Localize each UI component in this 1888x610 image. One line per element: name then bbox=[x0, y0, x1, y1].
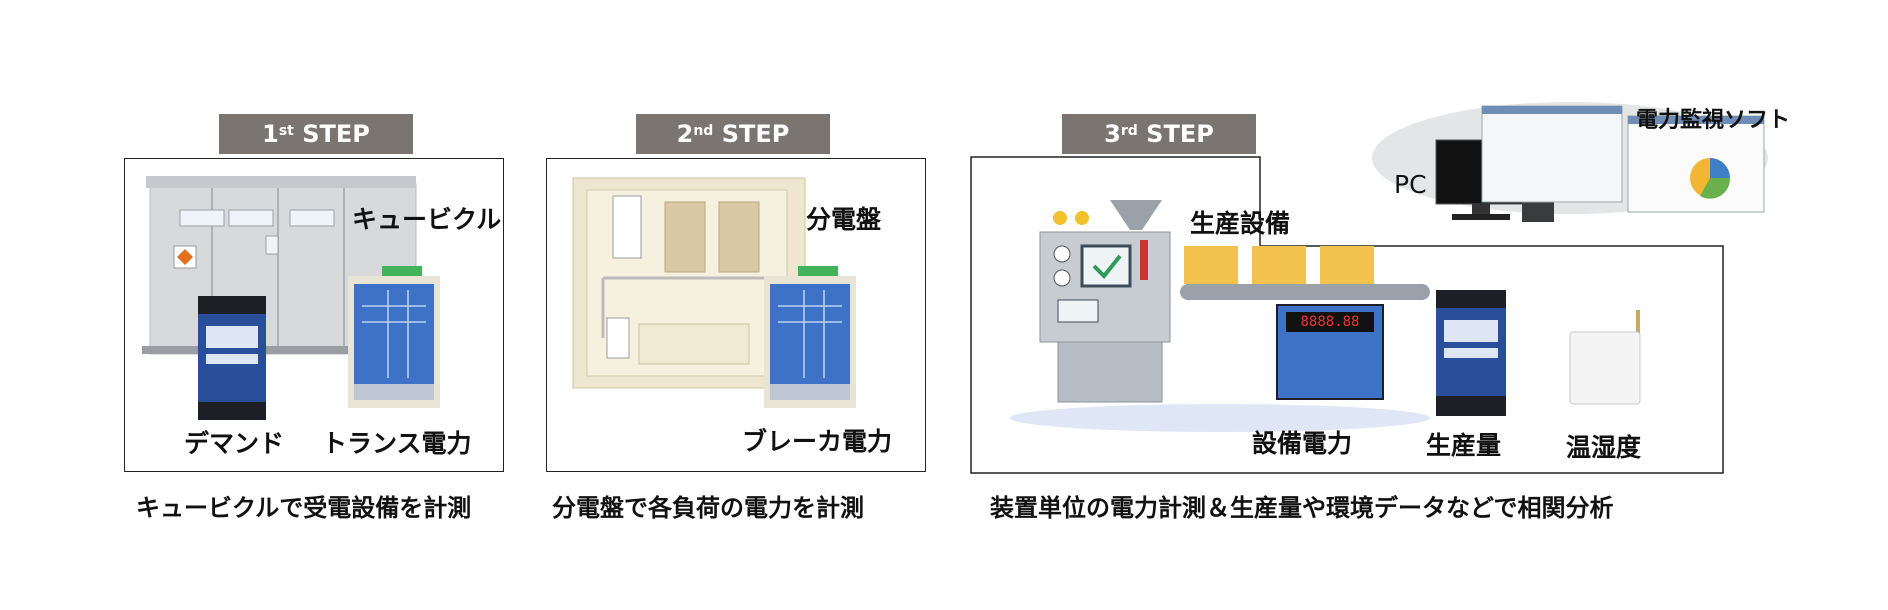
trans-power-label: トランス電力 bbox=[322, 429, 472, 458]
equipment-power-label: 設備電力 bbox=[1252, 429, 1353, 458]
production-counter-icon bbox=[1436, 290, 1506, 416]
pc-software-illustration bbox=[1372, 102, 1768, 222]
breaker-power-label: ブレーカ電力 bbox=[742, 427, 893, 456]
equip-power-meter: 8888.88 bbox=[1276, 304, 1384, 400]
production-volume-label: 生産量 bbox=[1426, 431, 1502, 460]
breaker-meter-icon bbox=[764, 266, 856, 408]
meter-display: 8888.88 bbox=[1286, 312, 1374, 332]
cubicle-illustration bbox=[142, 176, 420, 355]
step3-caption: 装置単位の電力計測＆生産量や環境データなどで相関分析 bbox=[990, 494, 1614, 522]
production-machine-illustration bbox=[1010, 200, 1430, 432]
software-label: 電力監視ソフト bbox=[1636, 108, 1791, 133]
trans-meter-icon bbox=[348, 266, 440, 408]
cubicle-label: キュービクル bbox=[352, 205, 502, 234]
step1-caption: キュービクルで受電設備を計測 bbox=[136, 494, 472, 522]
step1-badge: 1st STEP bbox=[219, 114, 413, 154]
step3-badge: 3rd STEP bbox=[1062, 114, 1256, 154]
pc-label: PC bbox=[1394, 170, 1427, 199]
equipment-label: 生産設備 bbox=[1190, 209, 1291, 238]
demand-meter-icon bbox=[198, 296, 266, 420]
temp-humidity-label: 温湿度 bbox=[1566, 433, 1642, 462]
step2-caption: 分電盤で各負荷の電力を計測 bbox=[552, 494, 864, 522]
demand-label: デマンド bbox=[184, 429, 285, 458]
temp-humidity-sensor-icon bbox=[1569, 310, 1641, 405]
step2-badge: 2nd STEP bbox=[636, 114, 830, 154]
distribution-panel-label: 分電盤 bbox=[806, 205, 882, 234]
